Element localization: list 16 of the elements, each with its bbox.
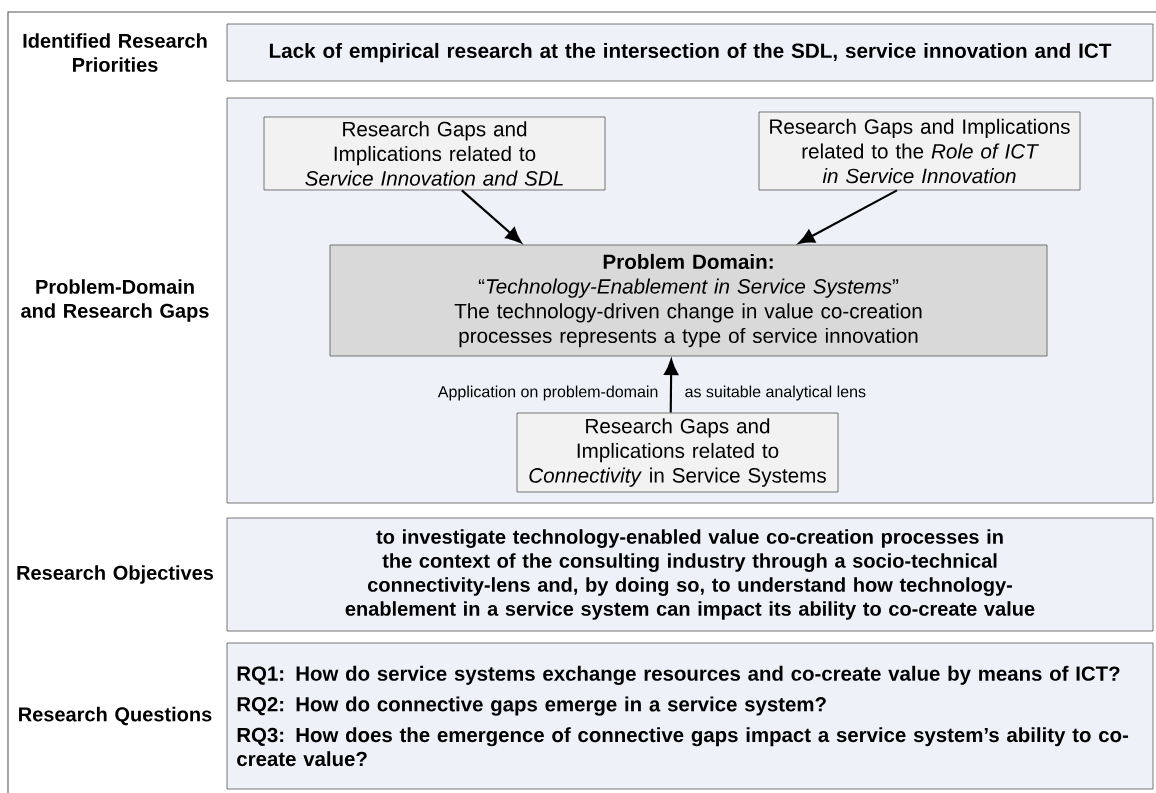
row-label: Identified Research Priorities [23, 33, 207, 72]
research-gap-box: Research Gaps and Implications related to Connectivity in Service Systems [516, 412, 839, 493]
arrow [664, 359, 679, 413]
arrow-label: Application on problem-domain [436, 384, 660, 402]
priority-band: Lack of empirical research at the intersection of the SDL, service innovation and ICT [226, 23, 1154, 82]
objective-box: to investigate technology-enabled value co-creation processes in the context of the consulting industry through a socio-technical connectivity-lens and, by doing so, to understand how technology-enablement in a service system can impact its ability to co-create value [226, 517, 1154, 632]
row-label: Research Questions [19, 706, 212, 726]
arrow-label: as suitable analytical lens [683, 384, 868, 402]
arrow [461, 189, 522, 244]
arrow [798, 189, 898, 244]
row-label: Problem-Domain and Research Gaps [21, 279, 209, 322]
questions-box: RQ1: How do service systems exchange resources and co-create value by means of ICT? RQ2: How do connective gaps emerge in a service system? RQ3: How does the emergence of connective gaps impact a service system’s ability to co-create value? [226, 642, 1154, 790]
research-gap-box: Research Gaps and Implications related to the Role of ICT in Service Innovation [758, 111, 1081, 191]
problem-domain-box: Problem Domain: “Technology-Enablement in Service Systems” The technology-driven change in value co-creation processes represents a type of service innovation [329, 244, 1048, 357]
row-label: Research Objectives [17, 565, 214, 584]
research-gap-box: Research Gaps and Implications related to Service Innovation and SDL [263, 116, 606, 191]
